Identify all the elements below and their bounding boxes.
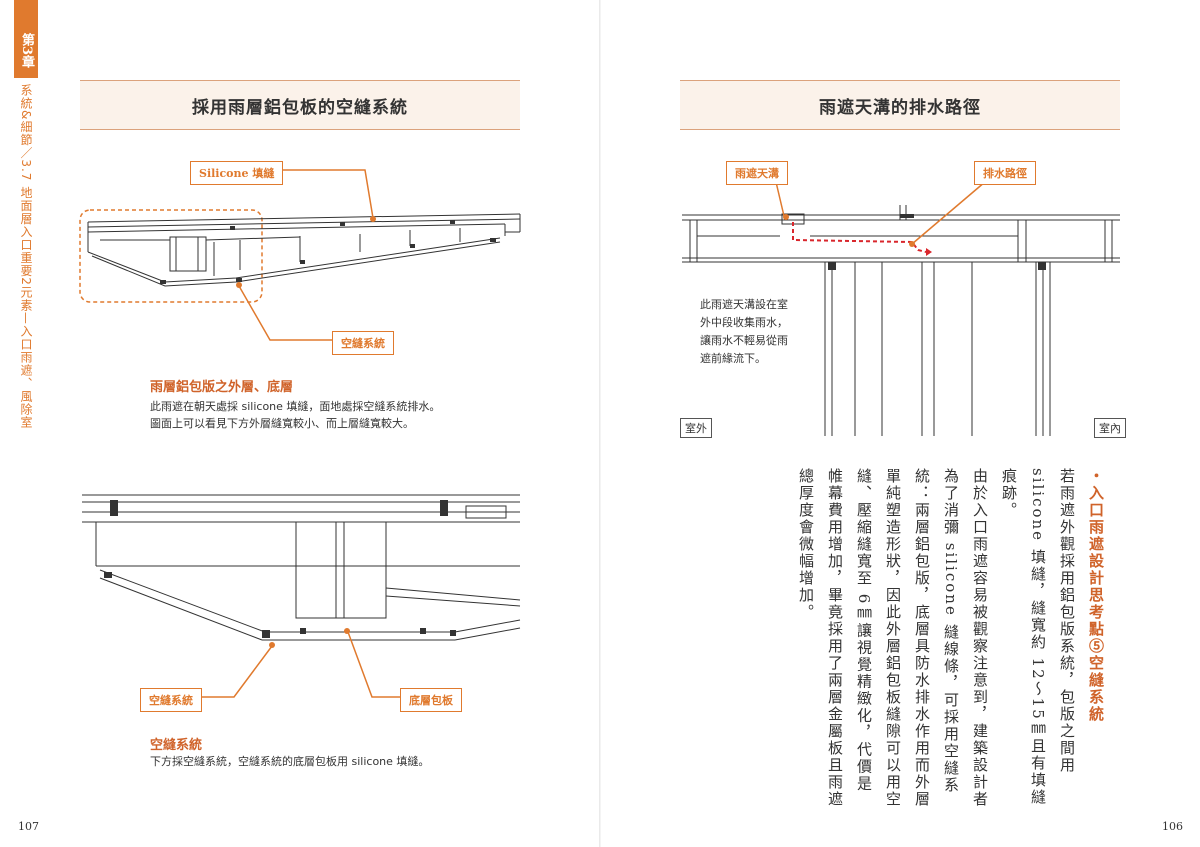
left-page: 第3章 系統&細節／3.7 地面層入口重要2元素—入口雨遮、風除室 採用雨層鋁包… (14, 0, 521, 833)
design-notes-vertical-text: ・入口雨遮設計思考點⑤空縫系統 若雨遮外觀採用鋁包版系統，包版之間用 silic… (797, 468, 1110, 808)
label-outdoor: 室外 (680, 418, 712, 438)
chapter-tab: 第3章 (14, 0, 38, 78)
right-page-title: 雨遮天溝的排水路徑 (819, 97, 981, 118)
right-title-bar: 雨遮天溝的排水路徑 (680, 80, 1120, 130)
section1-line1: 此雨遮在朝天處採 silicone 填縫，面地處採空縫系統排水。 (150, 400, 441, 413)
gutter-note-line2: 外中段收集雨水， (700, 316, 788, 329)
gutter-note-line1: 此雨遮天溝設在室 (700, 298, 788, 311)
callout-airgap-bottom: 空縫系統 (140, 688, 202, 712)
callout-gutter: 雨遮天溝 (726, 161, 788, 185)
book-gutter (599, 0, 601, 847)
section2-line1: 下方採空縫系統，空縫系統的底層包板用 silicone 填縫。 (150, 755, 430, 768)
callout-bottom-panel: 底層包板 (400, 688, 462, 712)
callout-airgap-top: 空縫系統 (332, 331, 394, 355)
gutter-note-line3: 讓雨水不輕易從雨 (700, 334, 788, 347)
left-title-bar: 採用雨層鋁包板的空縫系統 (80, 80, 520, 130)
aluminum-canopy-section-diagram (79, 169, 521, 698)
right-page-number: 106 (1162, 820, 1183, 833)
chapter-side-text: 系統&細節／3.7 地面層入口重要2元素—入口雨遮、風除室 (19, 84, 33, 429)
left-page-title: 採用雨層鋁包板的空縫系統 (192, 97, 408, 118)
callout-drain-path: 排水路徑 (974, 161, 1036, 185)
design-notes-paragraph1: 若雨遮外觀採用鋁包版系統，包版之間用 silicone 填縫，縫寬約 12～15… (1000, 468, 1076, 806)
design-notes-paragraph2: 由於入口雨遮容易被觀察注意到，建築設計者為了消彌 silicone 縫線條，可採… (797, 468, 989, 808)
label-indoor: 室內 (1094, 418, 1126, 438)
left-page-number: 107 (18, 820, 39, 833)
right-page: 雨遮天溝的排水路徑 (600, 0, 1200, 847)
callout-silicone: Silicone 填縫 (190, 161, 284, 185)
section2-heading: 空縫系統 (150, 738, 203, 753)
section1-heading: 雨層鋁包版之外層、底層 (150, 380, 294, 395)
section1-line2: 圖面上可以看見下方外層縫寬較小、而上層縫寬較大。 (150, 417, 414, 430)
gutter-note-line4: 遮前緣流下。 (700, 352, 766, 365)
design-notes-heading: ・入口雨遮設計思考點⑤空縫系統 (1087, 468, 1105, 723)
gutter-drainage-diagram (682, 175, 1120, 436)
